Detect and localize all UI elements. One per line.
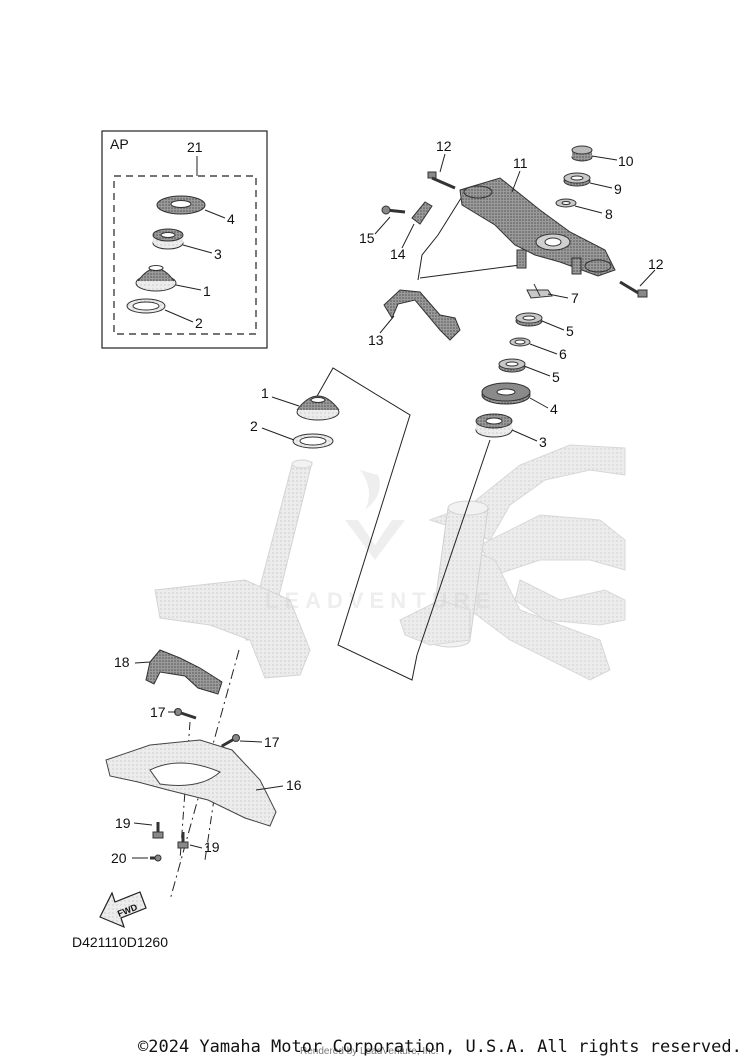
box-bearing-3 (152, 228, 184, 250)
box-race-2 (126, 298, 166, 314)
washer-5b (498, 358, 526, 373)
bolt-12-top (427, 171, 456, 190)
callout-19b: 19 (204, 839, 220, 855)
callout-1: 1 (261, 385, 269, 401)
ap-label: AP (110, 136, 129, 152)
callout-15: 15 (359, 230, 375, 246)
bracket-14 (411, 201, 433, 225)
bracket-18 (145, 649, 223, 695)
bolt-17a (174, 708, 197, 720)
washer-5a (515, 312, 543, 327)
callout-12-right: 12 (648, 256, 664, 272)
box-bearing-1 (135, 265, 177, 292)
callout-13: 13 (368, 332, 384, 348)
callout-16: 16 (286, 777, 302, 793)
callout-19a: 19 (115, 815, 131, 831)
seal-4 (481, 382, 531, 405)
washer-6 (509, 337, 531, 347)
clip-7 (526, 283, 553, 299)
svg-text:LEADVENTURE: LEADVENTURE (265, 588, 496, 613)
callout-5b: 5 (552, 369, 560, 385)
callout-9: 9 (614, 181, 622, 197)
callout-10: 10 (618, 153, 634, 169)
bolt-19b (177, 832, 189, 849)
box-bearing-seal-4 (156, 195, 206, 215)
washer-9 (563, 172, 591, 187)
upper-bracket-11 (459, 177, 616, 277)
box-callouts: 4 3 1 2 (164, 209, 235, 331)
cover-16 (105, 739, 277, 827)
race-2 (292, 433, 334, 449)
bolt-15 (381, 205, 406, 215)
callout-20: 20 (111, 850, 127, 866)
bolt-17b (221, 734, 240, 748)
callout-17a: 17 (150, 704, 166, 720)
bearing-1 (296, 395, 340, 421)
bolt-12-right (619, 280, 648, 298)
steering-stem-ghost (154, 459, 313, 679)
frame-ghost (399, 444, 626, 681)
callout-7: 7 (571, 290, 579, 306)
callout-box-1: 1 (203, 283, 211, 299)
ap-kit-box: AP 21 (101, 130, 268, 349)
callout-2: 2 (250, 418, 258, 434)
callout-numbers: 12 11 10 9 8 15 14 12 7 13 5 6 5 4 3 1 2… (111, 138, 664, 866)
nut-10 (571, 145, 593, 162)
rendered-by-note: Rendered by LeadVenture, Inc. (300, 1046, 439, 1057)
bearing-3 (475, 413, 513, 438)
callout-box-3: 3 (214, 246, 222, 262)
hose-guide-13 (383, 289, 461, 341)
callout-11: 11 (513, 155, 528, 171)
main-callouts (132, 153, 656, 859)
bolt-19a (152, 822, 164, 839)
callout-8: 8 (605, 206, 613, 222)
callout-17b: 17 (264, 734, 280, 750)
callout-14: 14 (390, 246, 406, 262)
diagram-code: D421110D1260 (72, 934, 169, 950)
callout-6: 6 (559, 346, 567, 362)
callout-box-4: 4 (227, 211, 235, 227)
fwd-arrow-icon: FWD (99, 891, 147, 929)
kit-number-21: 21 (187, 139, 203, 155)
washer-8 (555, 198, 577, 208)
screw-20 (150, 854, 162, 862)
callout-4: 4 (550, 401, 558, 417)
callout-12-top: 12 (436, 138, 452, 154)
callout-3: 3 (539, 434, 547, 450)
copyright-notice: ©2024 Yamaha Motor Corporation, U.S.A. A… (138, 1037, 742, 1057)
callout-18: 18 (114, 654, 130, 670)
callout-box-2: 2 (195, 315, 203, 331)
watermark-logo: LEADVENTURE (265, 470, 496, 613)
callout-5a: 5 (566, 323, 574, 339)
